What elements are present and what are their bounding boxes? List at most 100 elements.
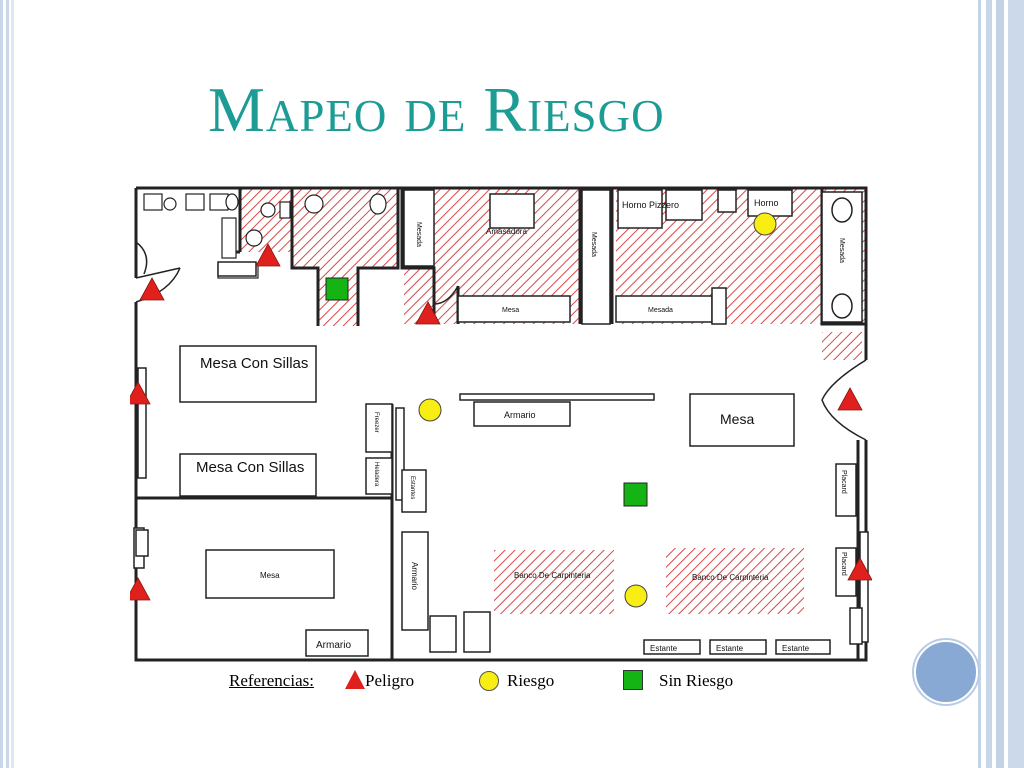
kitchen-furniture — [403, 189, 863, 325]
hatch-zone-bench2 — [666, 548, 804, 614]
estante-2-box — [709, 639, 767, 655]
riesgo-marker-bench — [624, 584, 648, 608]
label-freezer: Freezer — [373, 412, 379, 433]
label-mesada-oven: Mesada — [648, 307, 673, 314]
label-horno-pizzero: Horno Pizzero — [622, 200, 679, 210]
decorative-circle — [914, 640, 978, 704]
wall-bath2 — [290, 188, 400, 326]
label-armario-bottom: Armario — [316, 640, 351, 651]
estantes-bath-box — [217, 261, 257, 277]
slide-left-border — [0, 0, 14, 768]
estantes-box — [401, 469, 427, 513]
peligro-marker-window — [130, 381, 151, 405]
armario-center-box — [473, 401, 571, 427]
label-estante-2: Estante — [716, 644, 744, 653]
label-mesa-left: Mesa — [260, 571, 280, 580]
fixture-10 — [279, 201, 291, 219]
mesa-right-box — [689, 393, 795, 447]
mesada-vertical-box — [581, 189, 611, 325]
label-mesa-right: Mesa — [720, 411, 754, 427]
legend-sin-riesgo-icon — [623, 670, 643, 690]
fixture-12 — [369, 193, 387, 215]
label-amasadora: Amasadora — [486, 227, 527, 236]
window-center — [395, 407, 405, 501]
peligro-marker-entry — [139, 277, 165, 301]
riesgo-marker-horno — [753, 212, 777, 236]
fixture-1 — [143, 193, 163, 211]
windows — [133, 367, 869, 645]
box-small-2 — [463, 611, 491, 653]
fixture-2 — [163, 197, 177, 211]
legend-sin-riesgo-text: Sin Riesgo — [659, 671, 734, 690]
sin-riesgo-markers — [325, 277, 648, 507]
label-mesada-vertical: Mesada — [590, 232, 597, 257]
room-labels: Mesa Con Sillas Mesa Con Sillas Mesa Arm… — [196, 198, 847, 653]
label-estantes: Estantes — [409, 476, 415, 499]
sink-top — [831, 197, 853, 223]
sink-bottom — [831, 293, 853, 319]
amasadora-box — [489, 193, 535, 229]
freezer-box — [365, 403, 393, 453]
legend-riesgo-text: Riesgo — [507, 671, 555, 690]
label-placard-1: Placard — [840, 470, 847, 494]
window-left — [137, 367, 147, 479]
mesada-oven-box — [615, 295, 713, 323]
label-placard-2: Placard — [840, 552, 847, 576]
mesada-small-box — [403, 189, 435, 267]
peligro-marker-bath — [255, 243, 281, 267]
legend-peligro-text: Peligro — [365, 671, 415, 690]
horno-pizzero-box — [617, 189, 663, 229]
mesa-sillas-2-box — [179, 453, 317, 497]
room-furniture — [179, 261, 857, 657]
placard-box — [835, 463, 857, 517]
label-mesada-right: Mesada — [838, 238, 845, 263]
window-right-box — [849, 607, 863, 645]
peligro-markers — [130, 243, 872, 601]
wall-kitchen-left — [400, 188, 436, 324]
label-horno: Horno — [754, 198, 779, 208]
wall-top — [136, 186, 868, 360]
window-left-box — [135, 529, 149, 557]
fixture-11 — [304, 194, 324, 214]
box-small-1 — [429, 615, 457, 653]
label-estante-1: Estante — [650, 644, 678, 653]
armario-v-box — [401, 531, 429, 631]
sin-riesgo-marker-corridor — [325, 277, 349, 301]
fixture-4 — [209, 193, 229, 211]
legend-riesgo-icon — [479, 671, 499, 691]
mesa-left-box — [205, 549, 335, 599]
floor-plan: Mesa Con Sillas Mesa Con Sillas Mesa Arm… — [130, 182, 872, 664]
fixture-9 — [260, 202, 276, 218]
horno-small-box — [665, 189, 703, 221]
heladera-box — [365, 457, 393, 495]
legend-label: Referencias: — [229, 671, 314, 690]
peligro-marker-left-low — [130, 577, 151, 601]
peligro-marker-kitchen — [415, 301, 441, 325]
fixture-8 — [245, 229, 263, 247]
label-armario-center: Armario — [504, 410, 536, 420]
window-right — [859, 531, 869, 643]
armario-bottom-box — [305, 629, 369, 657]
mesa-kitchen-box — [457, 295, 571, 323]
label-armario-v: Armario — [410, 562, 419, 591]
label-mesa-kitchen: Mesa — [502, 307, 519, 314]
small-armario-box — [711, 287, 727, 325]
slide-right-border — [978, 0, 1024, 768]
label-banco-1: Banco De Carpinteria — [514, 571, 591, 580]
door-right — [821, 359, 867, 441]
label-heladera: Heladera — [373, 462, 379, 487]
fixture-6 — [221, 217, 237, 259]
door-entry-arc — [135, 241, 148, 275]
label-mesada-small: Mesada — [415, 222, 422, 247]
fixture-3 — [185, 193, 205, 211]
legend-peligro-icon — [345, 670, 365, 689]
label-mesa-sillas-2: Mesa Con Sillas — [196, 459, 304, 476]
window-center-top — [459, 393, 655, 401]
hatch-zone-bench1 — [494, 550, 614, 614]
sin-riesgo-marker-center — [623, 482, 648, 507]
hatch-zone-box3 — [822, 332, 862, 360]
peligro-marker-right-door — [837, 387, 863, 411]
estante-1-box — [643, 639, 701, 655]
riesgo-markers — [418, 212, 777, 608]
mesa-sillas-1-box — [179, 345, 317, 403]
